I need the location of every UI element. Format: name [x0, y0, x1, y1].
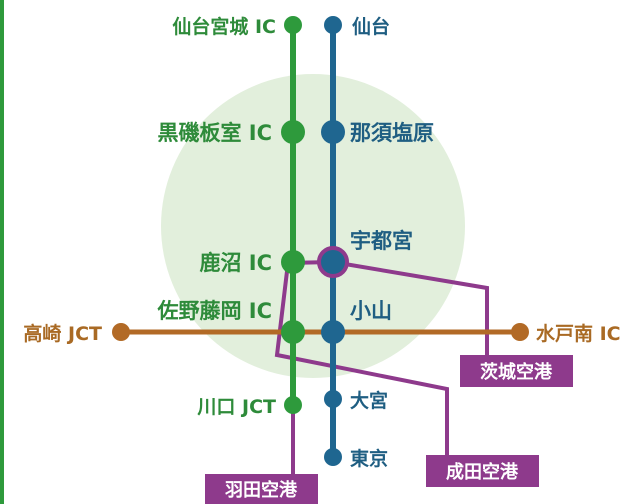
label-utsunomiya: 宇都宮	[350, 229, 413, 253]
label-sendai-miyagi-ic: 仙台宮城 IC	[172, 15, 276, 38]
airport-box-ibaraki: 茨城空港	[460, 355, 573, 387]
station-dot-kuroiso-itamuro-ic	[281, 120, 305, 144]
airport-box-narita: 成田空港	[426, 455, 539, 487]
airport-box-haneda: 羽田空港	[205, 474, 318, 504]
station-dot-kanuma-ic	[281, 250, 305, 274]
station-dot-oyama	[321, 320, 345, 344]
station-dot-omiya	[324, 390, 342, 408]
airport-label-narita: 成田空港	[446, 461, 519, 483]
airport-label-haneda: 羽田空港	[225, 479, 298, 501]
route-to-ibaraki	[332, 260, 489, 362]
label-oyama: 小山	[350, 299, 392, 323]
station-dot-utsunomiya	[317, 246, 349, 278]
center-region-circle	[161, 74, 465, 378]
label-tokyo: 東京	[350, 447, 388, 470]
left-edge-bar	[0, 0, 4, 504]
station-dot-nasushiobara	[321, 120, 345, 144]
station-dot-mito-minami-ic	[511, 323, 529, 341]
label-takasaki-jct: 高崎 JCT	[23, 322, 102, 345]
label-nasushiobara: 那須塩原	[350, 121, 434, 145]
station-dot-tokyo	[324, 448, 342, 466]
station-dot-takasaki-jct	[112, 323, 130, 341]
label-sendai: 仙台	[352, 15, 390, 38]
station-dot-kawaguchi-jct	[284, 396, 302, 414]
label-kuroiso-itamuro-ic: 黒磯板室 IC	[157, 121, 272, 145]
station-dot-sendai	[324, 16, 342, 34]
airport-label-ibaraki: 茨城空港	[480, 361, 553, 383]
station-dot-sendai-miyagi-ic	[284, 16, 302, 34]
label-kanuma-ic: 鹿沼 IC	[199, 251, 272, 275]
label-kawaguchi-jct: 川口 JCT	[196, 396, 276, 418]
label-omiya: 大宮	[350, 389, 388, 412]
label-mito-minami-ic: 水戸南 IC	[536, 323, 621, 345]
station-dot-sano-fujioka-ic	[281, 320, 305, 344]
label-sano-fujioka-ic: 佐野藤岡 IC	[156, 299, 272, 323]
